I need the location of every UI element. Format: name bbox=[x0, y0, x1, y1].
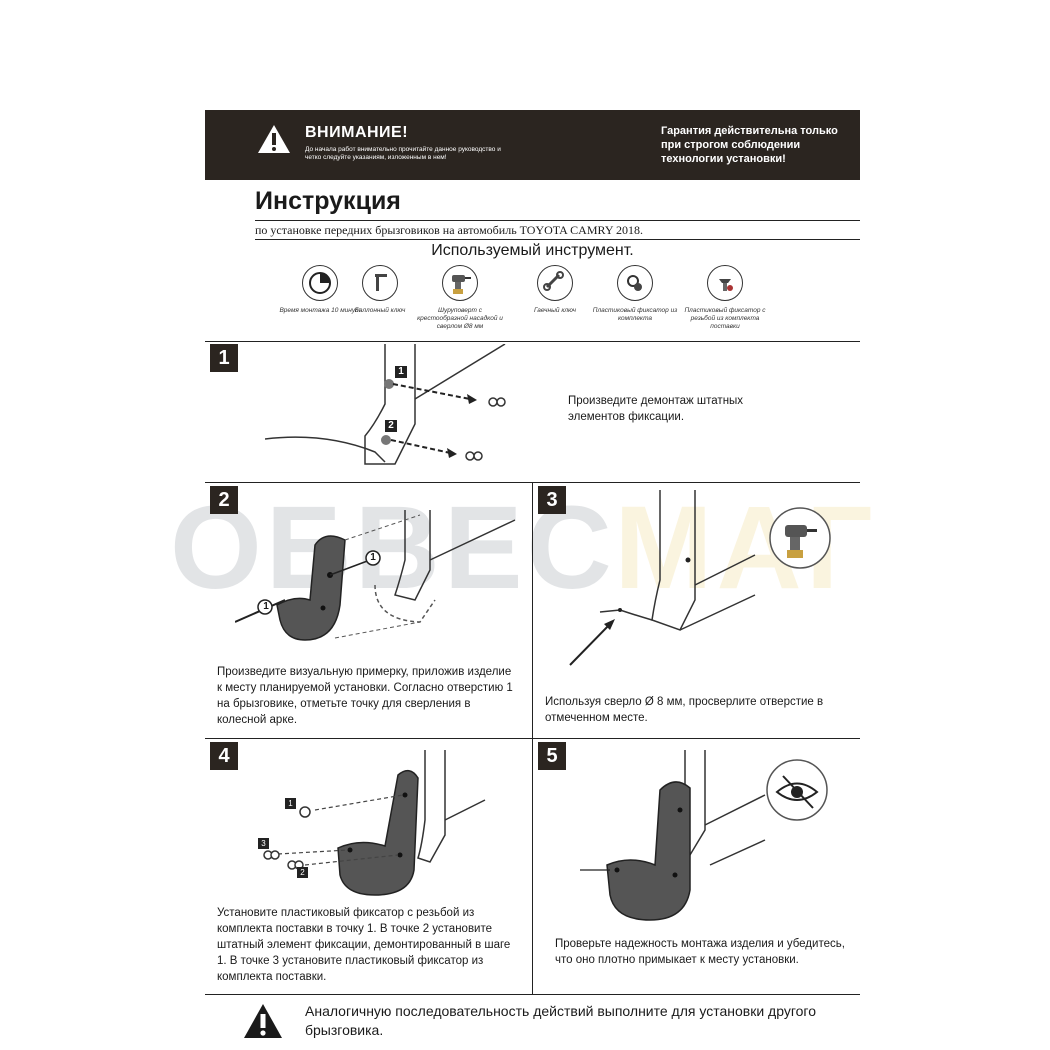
step-5-text: Проверьте надежность монтажа изделия и у… bbox=[555, 938, 845, 966]
tool-item: Время монтажа 10 минут bbox=[275, 265, 365, 315]
tool-label: Гаечный ключ bbox=[533, 307, 577, 314]
step-2-illustration bbox=[235, 510, 516, 641]
tool-item: Пластиковый фиксатор из комплекта bbox=[590, 265, 680, 323]
step-1-text: Произведите демонтаж штатных элементов ф… bbox=[568, 395, 744, 423]
step-3-text: Используя сверло Ø 8 мм, просверлите отв… bbox=[545, 696, 824, 724]
callout-3: 3 bbox=[258, 838, 269, 849]
step-2-number: 2 bbox=[210, 486, 238, 514]
callout-1: 1 bbox=[370, 552, 376, 563]
step-4-text: Установите пластиковый фиксатор с резьбо… bbox=[217, 907, 511, 983]
tool-item: Гаечный ключ bbox=[510, 265, 600, 315]
footer-note: Аналогичную последовательность действий … bbox=[305, 1003, 817, 1038]
warning-icon bbox=[258, 125, 290, 153]
banner-title: ВНИМАНИЕ! bbox=[305, 124, 409, 141]
step-4-illustration bbox=[263, 750, 486, 896]
callout-1: 1 bbox=[263, 601, 269, 612]
tool-label: Время монтажа 10 минут bbox=[279, 307, 361, 314]
tool-label: Шуруповерт с крестообразной насадкой и с… bbox=[417, 307, 503, 330]
divider bbox=[205, 341, 860, 342]
step-3-number: 3 bbox=[538, 486, 566, 514]
warning-icon bbox=[244, 1004, 282, 1038]
step-5-illustration bbox=[580, 750, 828, 921]
tool-label: Пластиковый фиксатор из комплекта bbox=[592, 307, 678, 322]
spanner-icon bbox=[537, 265, 573, 301]
tool-item: Шуруповерт с крестообразной насадкой и с… bbox=[415, 265, 505, 331]
tool-label: Баллонный ключ bbox=[354, 307, 406, 314]
step-4-number: 4 bbox=[210, 742, 238, 770]
step-3-illustration bbox=[569, 490, 831, 666]
step-2-text: Произведите визуальную примерку, приложи… bbox=[217, 666, 513, 726]
divider bbox=[255, 239, 860, 240]
threaded-clip-icon bbox=[707, 265, 743, 301]
step-1-number: 1 bbox=[210, 344, 238, 372]
banner-note: До начала работ внимательно прочитайте д… bbox=[305, 146, 501, 161]
wrench-key-icon bbox=[362, 265, 398, 301]
tool-item: Баллонный ключ bbox=[335, 265, 425, 315]
callout-2: 2 bbox=[385, 420, 397, 432]
warranty-note: Гарантия действительна только при строго… bbox=[661, 125, 838, 165]
drill-icon bbox=[442, 265, 478, 301]
callout-1: 1 bbox=[285, 798, 296, 809]
tool-label: Пластиковый фиксатор с резьбой из компле… bbox=[684, 307, 766, 330]
step-5-number: 5 bbox=[538, 742, 566, 770]
page-title: Инструкция bbox=[255, 187, 401, 215]
callout-1: 1 bbox=[395, 366, 407, 378]
tools-list: Время монтажа 10 минут Баллонный ключ Шу… bbox=[275, 265, 785, 335]
clip-icon bbox=[617, 265, 653, 301]
page-subtitle: по установке передних брызговиков на авт… bbox=[255, 223, 644, 237]
tool-item: Пластиковый фиксатор с резьбой из компле… bbox=[680, 265, 770, 331]
tools-heading: Используемый инструмент. bbox=[431, 242, 634, 259]
divider bbox=[205, 994, 860, 995]
warning-banner: ВНИМАНИЕ! До начала работ внимательно пр… bbox=[205, 110, 860, 180]
clock-icon bbox=[302, 265, 338, 301]
step-1-illustration bbox=[265, 344, 506, 465]
column-divider bbox=[532, 482, 533, 994]
divider bbox=[255, 220, 860, 221]
callout-2: 2 bbox=[297, 867, 308, 878]
